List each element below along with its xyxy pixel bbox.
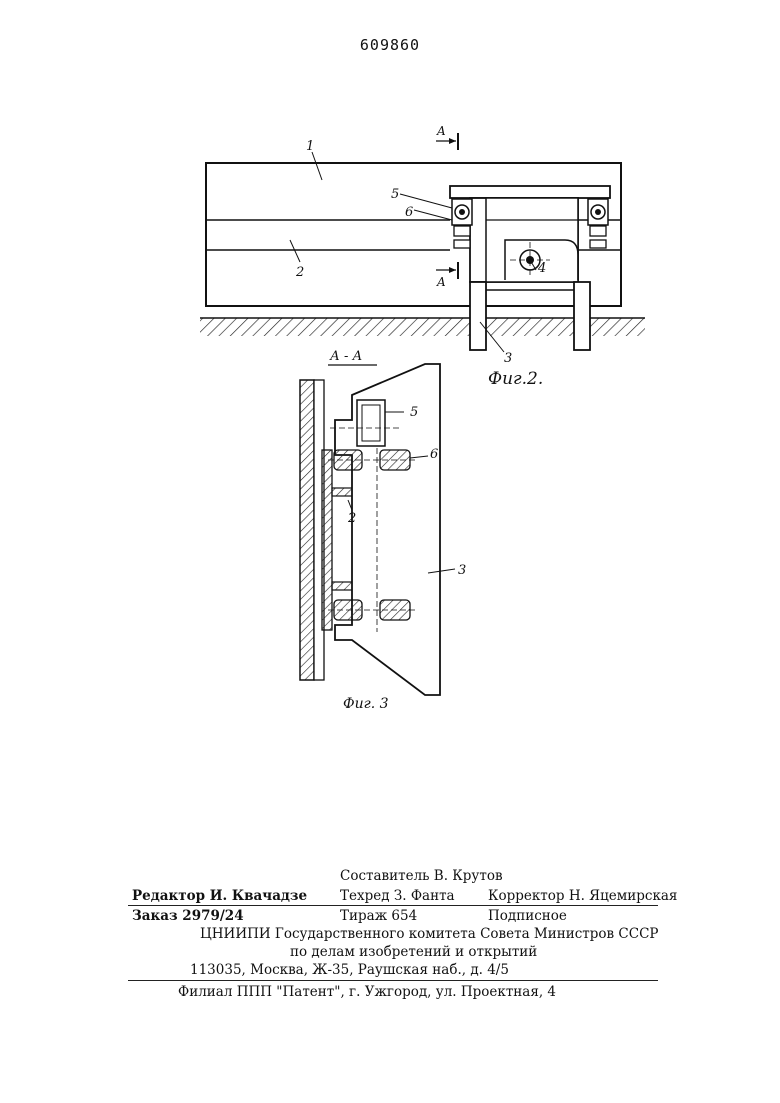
svg-text:6: 6 [430,447,438,462]
address: 113035, Москва, Ж-35, Раушская наб., д. … [190,962,509,978]
rail-part-2 [322,450,332,630]
figure-3-caption: Фиг. 3 [343,696,389,712]
compiler: Составитель В. Крутов [340,868,503,884]
circulation: Тираж 654 [340,908,417,924]
corrector: Корректор Н. Яцемирская [488,888,677,904]
techred: Техред З. Фанта [340,888,455,904]
figure-3: А - А 5 6 2 3 Фиг. 3 [0,0,780,760]
svg-text:2: 2 [347,511,356,526]
order: Заказ 2979/24 [132,908,244,924]
editor: Редактор И. Квачадзе [132,888,307,904]
svg-text:3: 3 [458,563,466,578]
imprint-footer: Составитель В. Крутов Редактор И. Квачад… [0,860,780,1100]
svg-text:5: 5 [410,405,418,420]
org-line-1: ЦНИИПИ Государственного комитета Совета … [200,926,659,942]
section-title: А - А [329,349,362,364]
carriage-part-3 [335,364,440,695]
branch: Филиал ППП "Патент", г. Ужгород, ул. Про… [178,984,556,1000]
subscription: Подписное [488,908,567,924]
wall-plate [300,380,314,680]
org-line-2: по делам изобретений и открытий [290,944,537,960]
